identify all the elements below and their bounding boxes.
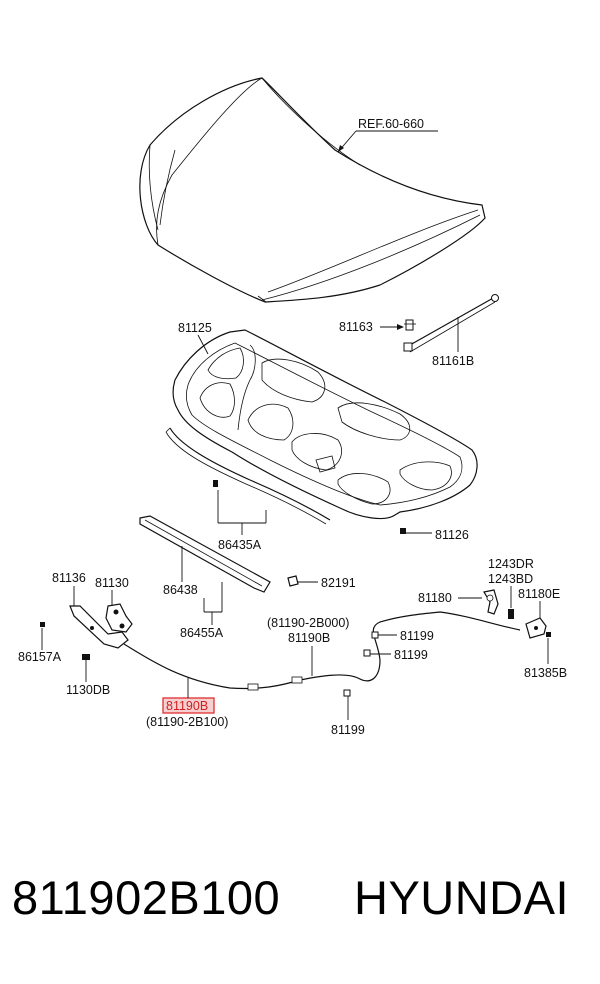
label-86157A: 86157A xyxy=(18,628,62,664)
label-1243BD: 1243BD xyxy=(488,572,533,608)
svg-text:86438: 86438 xyxy=(163,583,198,597)
svg-text:81385B: 81385B xyxy=(524,666,567,680)
label-82191: 82191 xyxy=(298,576,356,590)
hood-release-cable xyxy=(123,611,521,691)
clip-81385B xyxy=(546,632,551,637)
bolt-86157A xyxy=(40,622,45,627)
svg-text:81190B: 81190B xyxy=(166,699,208,713)
svg-text:81199: 81199 xyxy=(331,723,365,737)
hood-panel xyxy=(139,77,486,303)
label-81161B: 81161B xyxy=(432,317,474,368)
svg-text:81125: 81125 xyxy=(178,321,212,335)
svg-text:86455A: 86455A xyxy=(180,626,224,640)
svg-text:81126: 81126 xyxy=(435,528,469,542)
cowl-seal-strip xyxy=(139,515,271,593)
hood-parts-diagram: REF.60-660 81125 81161B xyxy=(18,77,567,737)
clip-81199-b xyxy=(363,649,371,657)
bolt-1243 xyxy=(508,609,514,619)
clip-82191 xyxy=(287,575,299,587)
hood-inner-panel xyxy=(172,329,478,520)
label-81163: 81163 xyxy=(339,320,404,334)
label-86435A: 86435A xyxy=(217,490,267,552)
clip-81199-c xyxy=(343,689,351,697)
caption: 811902B100 HYUNDAI xyxy=(0,870,600,950)
label-1243DR: 1243DR xyxy=(488,557,534,571)
label-81199-a: 81199 xyxy=(378,629,434,643)
svg-text:82191: 82191 xyxy=(321,576,356,590)
svg-text:81163: 81163 xyxy=(339,320,373,334)
svg-text:81199: 81199 xyxy=(400,629,434,643)
brand-text: HYUNDAI xyxy=(354,871,570,924)
svg-text:81199: 81199 xyxy=(394,648,428,662)
svg-text:81136: 81136 xyxy=(52,571,86,585)
label-81136: 81136 xyxy=(52,571,86,606)
svg-text:81190B: 81190B xyxy=(288,631,330,645)
label-81126: 81126 xyxy=(406,528,469,542)
label-81180E: 81180E xyxy=(518,587,560,618)
svg-text:81180: 81180 xyxy=(418,591,452,605)
svg-text:(81190-2B000): (81190-2B000) xyxy=(267,616,349,630)
hood-latch xyxy=(69,603,133,649)
part-number-text: 811902B100 xyxy=(12,871,281,924)
hood-bumper-81126 xyxy=(400,528,406,534)
release-bracket-81180E xyxy=(525,617,547,639)
hood-lift-support xyxy=(403,294,499,353)
svg-text:86157A: 86157A xyxy=(18,650,62,664)
svg-text:81130: 81130 xyxy=(95,576,129,590)
label-81199-c: 81199 xyxy=(331,696,365,737)
svg-text:81161B: 81161B xyxy=(432,354,474,368)
label-81190-2B100: (81190-2B100) xyxy=(146,715,228,729)
bolt-1130DB xyxy=(82,654,90,660)
svg-text:1130DB: 1130DB xyxy=(66,683,110,697)
svg-text:(81190-2B100): (81190-2B100) xyxy=(146,715,228,729)
clip-81199-a xyxy=(371,631,379,639)
ref-text: REF.60-660 xyxy=(358,117,424,131)
label-1130DB: 1130DB xyxy=(66,660,110,697)
svg-text:81180E: 81180E xyxy=(518,587,560,601)
release-handle-81180 xyxy=(483,589,499,615)
ball-stud-81163 xyxy=(404,319,416,331)
label-81130: 81130 xyxy=(95,576,129,605)
label-81190-2B000: (81190-2B000) xyxy=(267,616,349,630)
label-86438: 86438 xyxy=(163,546,198,597)
svg-text:1243DR: 1243DR xyxy=(488,557,534,571)
svg-text:86435A: 86435A xyxy=(218,538,262,552)
label-86455A: 86455A xyxy=(180,582,224,640)
svg-text:1243BD: 1243BD xyxy=(488,572,533,586)
label-81190B-highlight: 81190B xyxy=(162,678,215,714)
weatherstrip xyxy=(165,427,331,525)
label-81125: 81125 xyxy=(178,321,212,355)
ref-label: REF.60-660 xyxy=(337,117,438,153)
label-81180: 81180 xyxy=(418,591,482,605)
label-81190B-top: 81190B xyxy=(288,631,330,676)
label-81199-b: 81199 xyxy=(370,648,428,662)
label-81385B: 81385B xyxy=(524,638,567,680)
clip-86435A xyxy=(213,480,218,487)
